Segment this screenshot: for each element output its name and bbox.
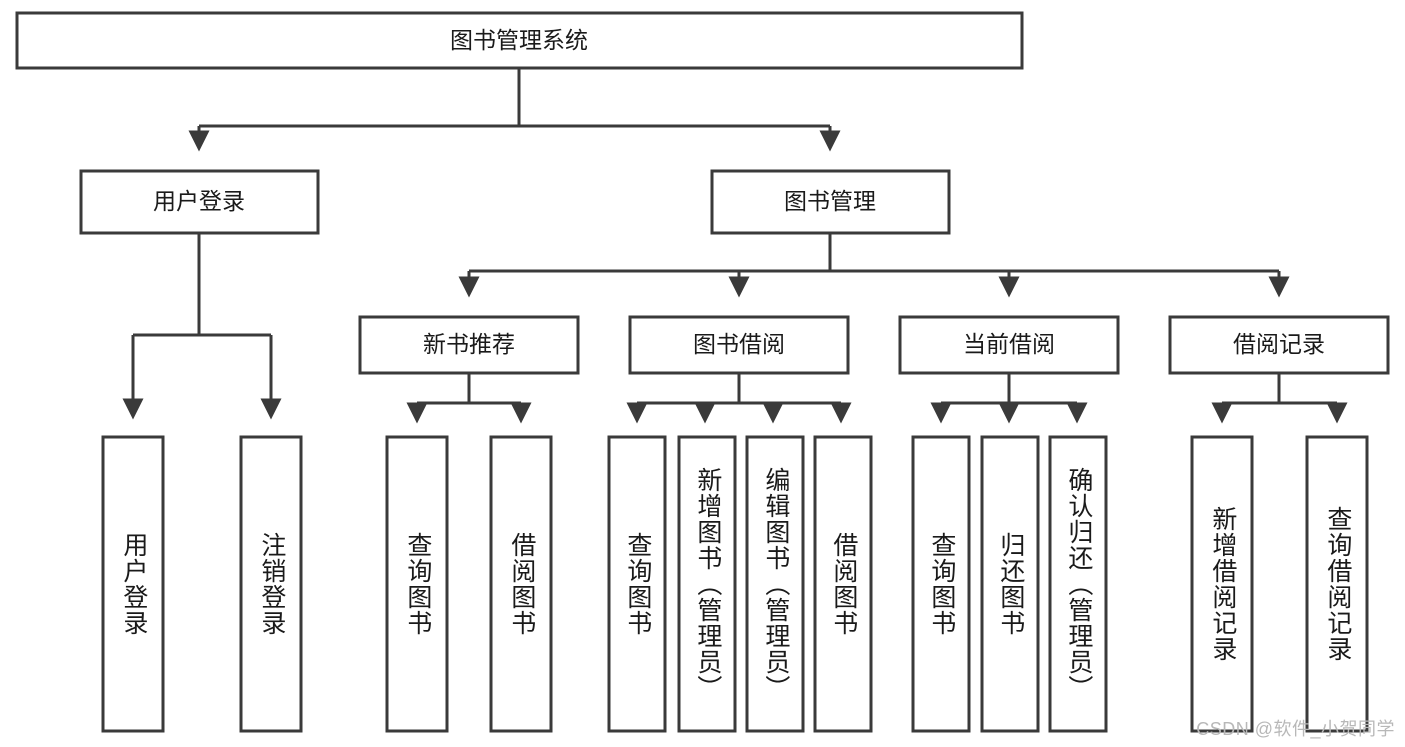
leaf-box-new-book-0[interactable] [385, 435, 449, 733]
node-book-management[interactable] [710, 169, 951, 235]
node-root[interactable] [15, 11, 1024, 70]
node-book-borrow-label: 图书借阅 [693, 331, 785, 357]
leaf-box-current-borrow-0[interactable] [911, 435, 971, 733]
edge-userlogin-to-leaves [122, 233, 282, 420]
leaf-box-borrow-record-0[interactable] [1190, 435, 1254, 733]
node-current-borrow[interactable] [898, 315, 1120, 375]
leaf-box-book-borrow-1[interactable] [677, 435, 737, 733]
leaf-box-current-borrow-2[interactable] [1048, 435, 1108, 733]
leaf-box-user-login-1[interactable] [239, 435, 303, 733]
leaf-box-user-login-0[interactable] [101, 435, 165, 733]
leaf-box-book-borrow-0[interactable] [607, 435, 667, 733]
leaf-box-book-borrow-3[interactable] [813, 435, 873, 733]
node-book-borrow[interactable] [628, 315, 850, 375]
leaf-box-current-borrow-1[interactable] [980, 435, 1040, 733]
node-borrow-record[interactable] [1168, 315, 1390, 375]
node-book-management-label: 图书管理 [784, 188, 876, 214]
edge-currentborrow-to-leaves [930, 373, 1088, 424]
node-current-borrow-label: 当前借阅 [963, 331, 1055, 357]
node-borrow-record-label: 借阅记录 [1233, 331, 1325, 357]
edge-booklib-to-level3 [458, 233, 1290, 298]
leaf-box-book-borrow-2[interactable] [745, 435, 805, 733]
edge-bookborrow-to-leaves [626, 373, 852, 424]
leaf-box-new-book-1[interactable] [489, 435, 553, 733]
node-new-book-recommend-label: 新书推荐 [423, 331, 515, 357]
node-new-book-recommend[interactable] [358, 315, 580, 375]
edge-root-to-level2 [188, 68, 841, 152]
node-root-label: 图书管理系统 [450, 27, 588, 53]
edge-newbook-to-leaves [406, 373, 532, 424]
leaf-box-borrow-record-1[interactable] [1305, 435, 1369, 733]
edge-borrowrecord-to-leaves [1211, 373, 1348, 424]
node-user-login-label: 用户登录 [153, 188, 245, 214]
node-user-login[interactable] [79, 169, 320, 235]
watermark-text: CSDN @软件_小贺同学 [1196, 719, 1395, 739]
